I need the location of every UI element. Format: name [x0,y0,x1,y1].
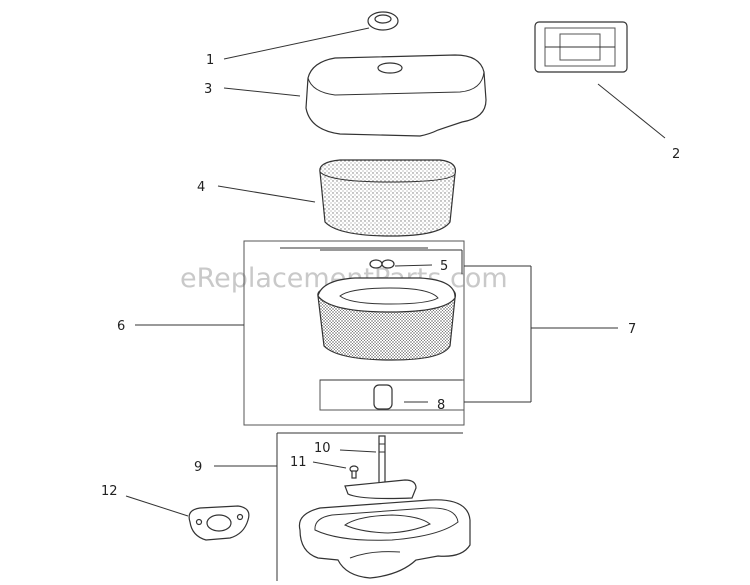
callout-11: 11 [290,455,307,470]
callout-4: 4 [197,180,205,195]
part-11-screw [349,465,359,479]
leader-line-4 [217,185,316,203]
callout-9: 9 [194,460,202,475]
part-8-seal [373,384,393,410]
callout-2: 2 [672,147,680,162]
part-5-wing-nut [369,259,395,269]
group-box-6 [243,240,465,426]
part-2-inset-view [534,21,628,73]
bracket-7 [464,265,618,403]
part-3-air-cleaner-cover [305,54,487,137]
callout-5: 5 [440,259,448,274]
part-12-gasket [188,505,250,541]
leader-line-3 [223,87,301,97]
callout-7: 7 [628,322,636,337]
part-1-cover-nut [367,11,399,31]
leader-line-5 [394,264,433,267]
part-4-foam-pre-cleaner [319,159,457,237]
part-10-stud [378,435,386,487]
callout-8: 8 [437,398,445,413]
callout-3: 3 [204,82,212,97]
leader-line-2 [597,83,666,139]
leader-line-11 [312,461,347,469]
leader-line-12 [125,495,189,517]
callout-6: 6 [117,319,125,334]
callout-1: 1 [206,53,214,68]
part-9-base-assembly [298,479,471,579]
group-box-9 [276,432,463,581]
callout-12: 12 [101,484,118,499]
callout-10: 10 [314,441,331,456]
paper-filter-element [317,277,457,361]
leader-line-1 [223,27,370,60]
leader-line-10 [339,449,377,453]
